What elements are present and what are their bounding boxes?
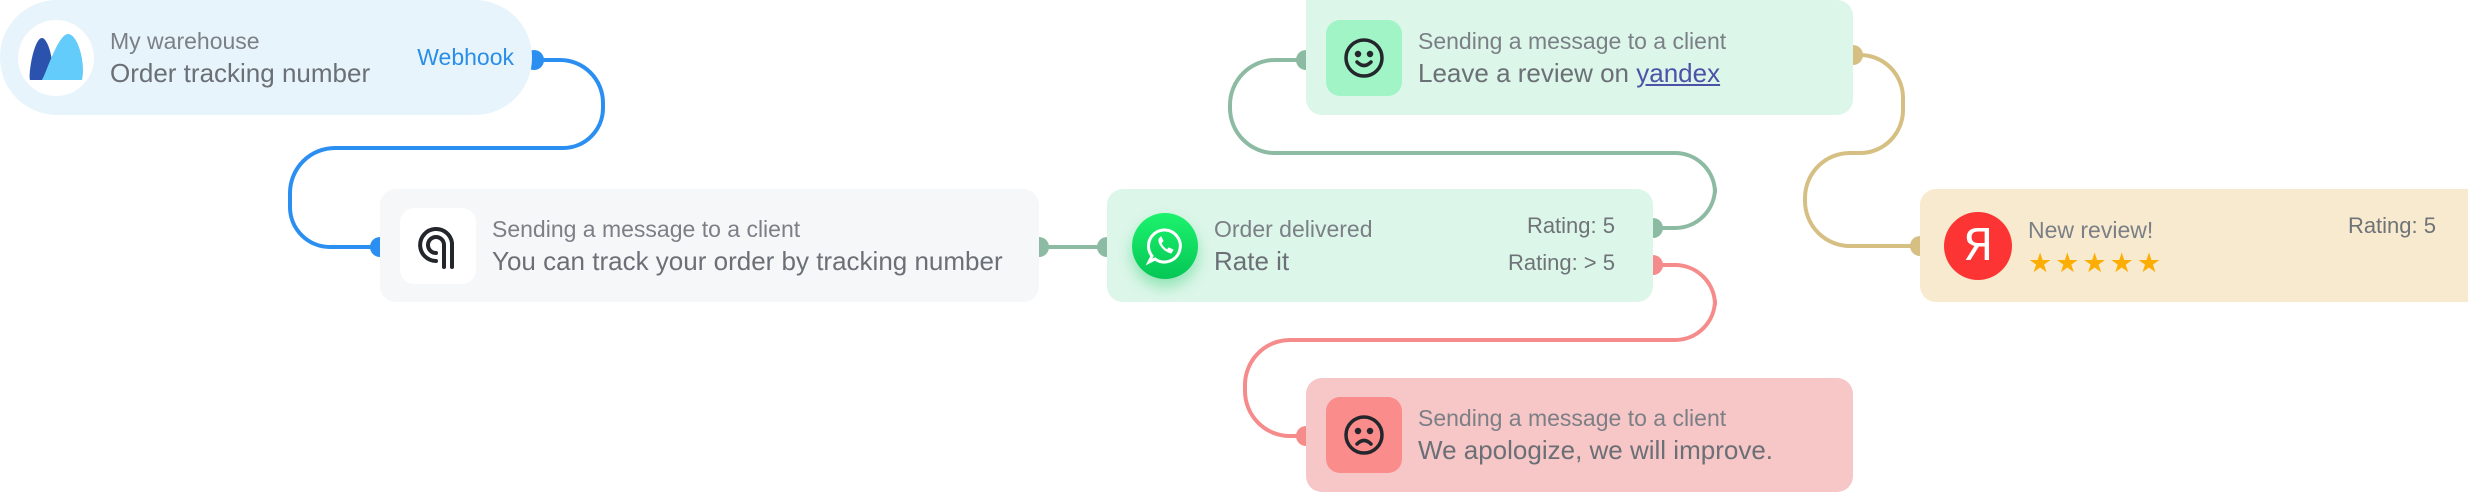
- star-icon: ★: [2109, 247, 2134, 278]
- node-apology[interactable]: Sending a message to a client We apologi…: [1306, 378, 1853, 492]
- node-title: Rate it: [1214, 245, 1290, 276]
- node-title: We apologize, we will improve.: [1418, 435, 1773, 465]
- star-icon: ★: [2028, 247, 2053, 278]
- node-warehouse[interactable]: My warehouse Order tracking number Webho…: [0, 0, 532, 115]
- yandex-icon: Я: [1944, 211, 2012, 280]
- rating-label: Rating: 5: [2347, 213, 2436, 238]
- output-rating-5: Rating: 5: [1526, 213, 1615, 238]
- node-new-review[interactable]: Я New review! ★★★★★ Rating: 5: [1920, 189, 2468, 302]
- node-subtitle: Order delivered: [1214, 215, 1373, 242]
- webhook-output-label: Webhook: [417, 44, 514, 70]
- yandex-link[interactable]: yandex: [1636, 57, 1721, 88]
- at-sign-logo-icon: [400, 207, 476, 284]
- whatsapp-icon: [1132, 212, 1198, 279]
- node-subtitle: Sending a message to a client: [492, 215, 801, 242]
- smile-icon: [1326, 19, 1402, 96]
- node-subtitle: New review!: [2028, 216, 2154, 243]
- sad-face-icon: [1326, 397, 1402, 473]
- moysklad-logo-icon: [18, 19, 94, 96]
- node-title: Leave a review on yandex: [1418, 56, 1726, 90]
- star-rating: ★★★★★: [2028, 249, 2161, 277]
- node-order-delivered[interactable]: Order delivered Rate it Rating: 5 Rating…: [1107, 189, 1653, 302]
- node-title: Order tracking number: [110, 57, 371, 88]
- output-rating-gt-5: Rating: > 5: [1507, 250, 1615, 275]
- node-subtitle: My warehouse: [110, 27, 260, 54]
- star-icon: ★: [2082, 247, 2107, 278]
- star-icon: ★: [2055, 247, 2080, 278]
- node-review-request[interactable]: Sending a message to a client Leave a re…: [1306, 0, 1853, 115]
- star-icon: ★: [2136, 247, 2162, 278]
- title-prefix: Leave a review on: [1418, 57, 1637, 88]
- node-subtitle: Sending a message to a client: [1418, 27, 1727, 54]
- node-subtitle: Sending a message to a client: [1418, 405, 1727, 431]
- node-title: You can track your order by tracking num…: [492, 245, 1003, 276]
- node-tracking-message[interactable]: Sending a message to a client You can tr…: [380, 189, 1039, 302]
